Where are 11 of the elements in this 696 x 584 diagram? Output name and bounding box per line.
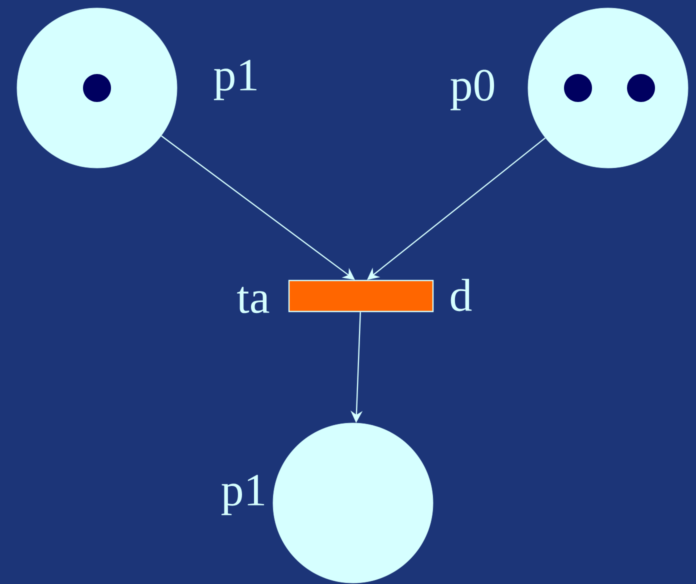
place-label: p1: [214, 60, 256, 100]
arrow: [367, 137, 546, 280]
place-circle: [528, 8, 688, 168]
arrow: [161, 135, 355, 280]
transition-bar: [288, 280, 434, 312]
place-label: ta: [237, 286, 270, 314]
place-label: p0: [450, 70, 494, 110]
place-circle: [16, 8, 178, 168]
place-label: p1: [222, 474, 264, 516]
place-label: d: [450, 278, 472, 312]
place-circle: [272, 422, 434, 584]
